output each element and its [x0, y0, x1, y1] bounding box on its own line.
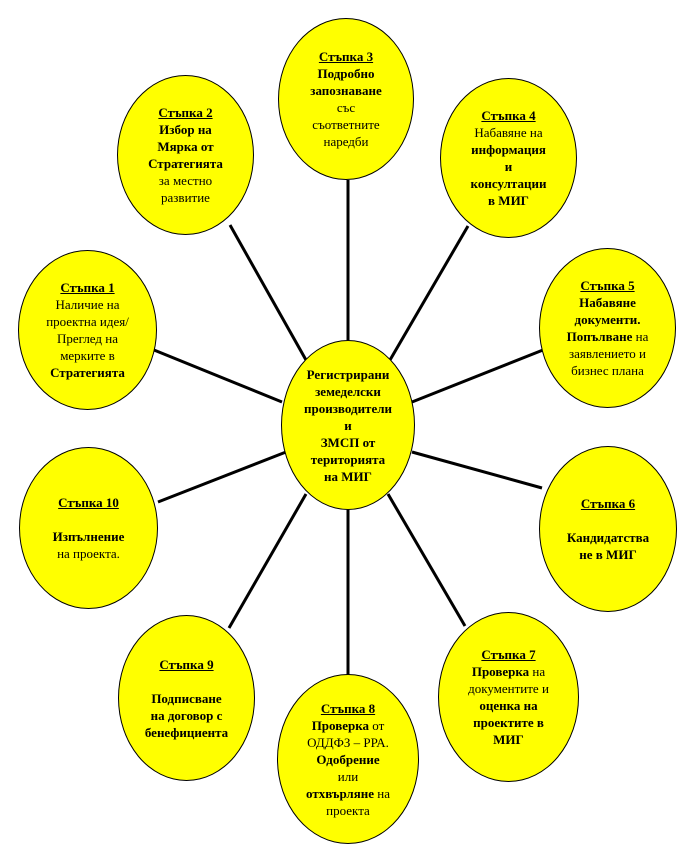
- step-9-line-3: бенефициента: [144, 724, 229, 740]
- step-5-line-5: бизнес плана: [571, 363, 644, 378]
- step-5-line-3a: Попълване: [566, 329, 633, 344]
- step-2-line-4: за местно: [158, 173, 213, 188]
- step-8-line-5a: отхвърляне: [306, 785, 374, 801]
- step-9-title: Стъпка 9: [159, 656, 214, 672]
- step-8-line-2: ОДДФЗ – РРА.: [307, 734, 389, 750]
- step-1-node: Стъпка 1 Наличие на проектна идея/ Прегл…: [18, 250, 157, 410]
- step-2-line-1: Избор на: [159, 122, 212, 137]
- step-2-node: Стъпка 2 Избор на Мярка от Стратегията з…: [117, 75, 254, 235]
- step-1-line-2: проектна идея/: [46, 314, 129, 329]
- step-7-line-3: оценка на: [479, 698, 538, 713]
- step-1-line-4: мерките в: [60, 348, 115, 363]
- step-7-line-5: МИГ: [493, 732, 524, 747]
- step-8-line-1b: от: [369, 717, 385, 733]
- step-6-line-2: не в МИГ: [579, 547, 637, 562]
- step-7-node: Стъпка 7 Проверка на документите и оценк…: [438, 612, 579, 782]
- step-6-node: Стъпка 6 Кандидатства не в МИГ: [539, 446, 677, 612]
- step-5-line-4: заявлението и: [568, 346, 646, 361]
- step-10-line-1: Изпълнение: [52, 529, 125, 544]
- step-3-line-1: Подробно: [317, 66, 375, 81]
- step-10-line-2: на проекта.: [57, 546, 120, 561]
- step-7-line-1a: Проверка: [471, 664, 530, 679]
- step-1-line-1: Наличие на: [55, 297, 120, 312]
- step-4-line-1: Набавяне на: [474, 125, 543, 140]
- center-line-4: и: [344, 417, 352, 433]
- step-3-line-5: наредби: [323, 134, 369, 149]
- connector-step-5: [411, 348, 544, 404]
- step-1-line-5: Стратегията: [50, 365, 125, 380]
- step-7-line-1b: на: [529, 664, 546, 679]
- step-8-line-6: проекта: [326, 802, 370, 818]
- step-2-line-5: развитие: [161, 190, 210, 205]
- center-line-7: на МИГ: [324, 468, 372, 484]
- step-5-line-3b: на: [632, 329, 649, 344]
- step-4-title: Стъпка 4: [481, 108, 536, 123]
- step-9-line-2: на договор с: [150, 707, 223, 723]
- connector-step-10: [157, 450, 287, 504]
- step-6-title: Стъпка 6: [580, 496, 636, 511]
- step-5-node: Стъпка 5 Набавяне документи. Попълване н…: [539, 248, 676, 408]
- step-7-title: Стъпка 7: [481, 647, 536, 662]
- step-4-line-3: и: [504, 159, 513, 174]
- center-line-3: производители: [304, 400, 392, 416]
- step-3-title: Стъпка 3: [318, 49, 374, 64]
- step-3-line-4: съответните: [312, 117, 380, 132]
- connector-step-4: [388, 225, 470, 361]
- step-4-line-4: консултации: [470, 176, 547, 191]
- center-line-2: земеделски: [315, 383, 381, 399]
- step-3-line-2: запознаване: [310, 83, 382, 98]
- step-8-line-1a: Проверка: [311, 717, 370, 733]
- step-7-line-2: документите и: [468, 681, 549, 696]
- connector-step-2: [228, 224, 308, 361]
- step-8-node: Стъпка 8 Проверка от ОДДФЗ – РРА. Одобре…: [277, 674, 419, 844]
- step-4-node: Стъпка 4 Набавяне на информация и консул…: [440, 78, 577, 238]
- connector-step-6: [411, 450, 543, 490]
- center-node: Регистрирани земеделски производители и …: [281, 340, 415, 510]
- step-1-title: Стъпка 1: [60, 280, 115, 295]
- step-2-title: Стъпка 2: [158, 105, 213, 120]
- connectors: [153, 180, 544, 676]
- step-8-line-5b: на: [374, 785, 390, 801]
- center-line-6: територията: [310, 451, 386, 467]
- step-9-line-1: Подписване: [151, 690, 222, 706]
- step-5-line-1: Набавяне: [579, 295, 636, 310]
- center-line-1: Регистрирани: [306, 366, 390, 382]
- step-9-node: Стъпка 9 Подписване на договор с бенефиц…: [118, 615, 255, 781]
- step-3-line-3: със: [336, 100, 356, 115]
- step-1-line-3: Преглед на: [56, 331, 118, 346]
- step-4-line-2: информация: [471, 142, 546, 157]
- step-3-node: Стъпка 3 Подробно запознаване със съотве…: [278, 18, 414, 180]
- step-2-line-2: Мярка от: [157, 139, 214, 154]
- step-2-line-3: Стратегията: [148, 156, 223, 171]
- connector-step-9: [227, 493, 308, 629]
- step-4-line-5: в МИГ: [488, 193, 529, 208]
- connector-step-1: [153, 348, 283, 404]
- step-5-title: Стъпка 5: [580, 278, 635, 293]
- step-6-line-1: Кандидатства: [566, 530, 650, 545]
- step-5-line-2: документи.: [574, 312, 641, 327]
- step-10-node: Стъпка 10 Изпълнение на проекта.: [19, 447, 158, 609]
- connector-step-7: [386, 493, 467, 627]
- step-10-title: Стъпка 10: [58, 495, 119, 510]
- step-8-title: Стъпка 8: [320, 700, 376, 716]
- step-8-line-4: или: [337, 768, 359, 784]
- step-7-line-4: проектите в: [473, 715, 544, 730]
- step-8-line-3: Одобрение: [316, 751, 380, 767]
- center-line-5: ЗМСП от: [320, 434, 376, 450]
